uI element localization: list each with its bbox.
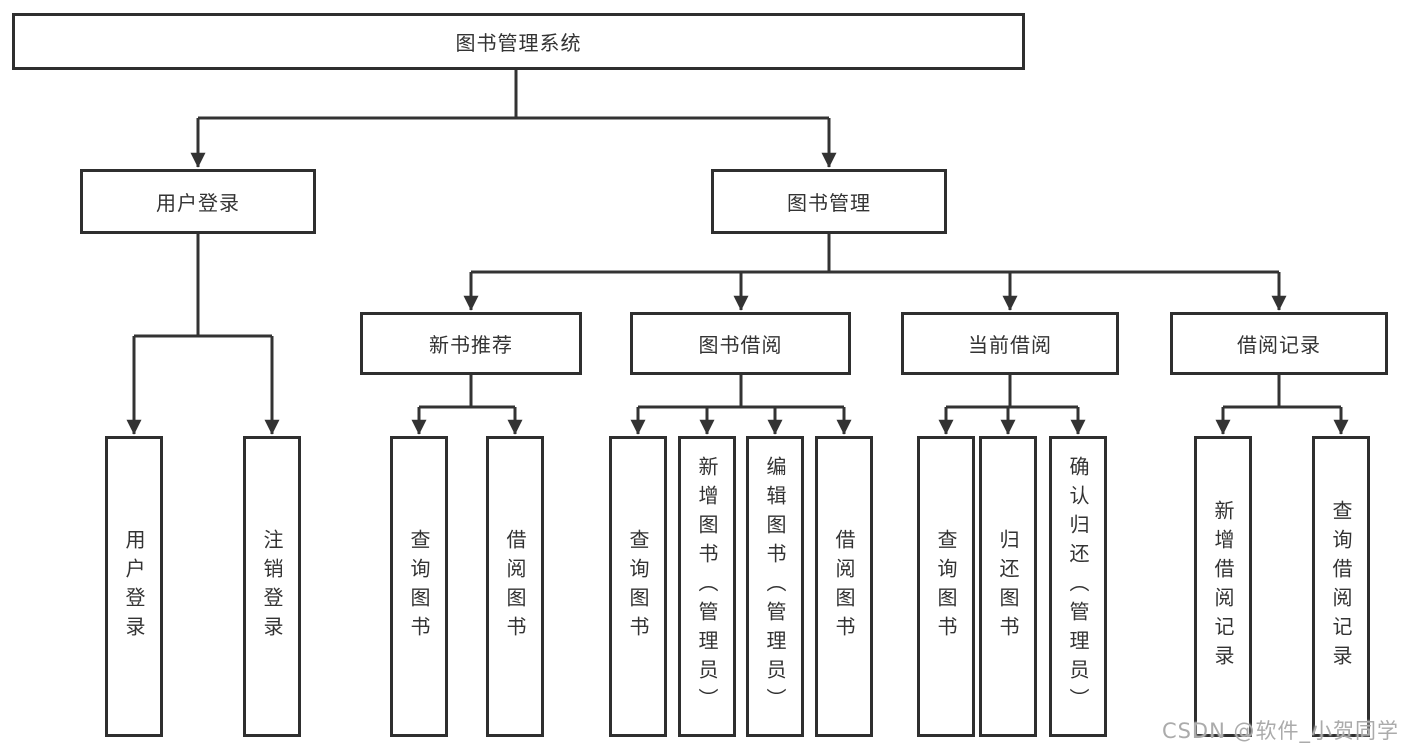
connector-current-to-leaves [938, 375, 1086, 435]
leaf-label: 借阅图书 [832, 528, 856, 645]
connector-book-management-to-sections [463, 234, 1287, 311]
leaf-label: 新增借阅记录 [1211, 499, 1235, 674]
leaf-recommend-query-books: 查询图书 [390, 436, 448, 737]
leaf-label: 注销登录 [260, 528, 284, 645]
csdn-watermark: CSDN @软件_小贺同学 [1161, 719, 1399, 743]
connector-recommend-to-leaves [411, 375, 523, 435]
leaf-borrow-edit-books-admin: 编辑图书（管理员） [746, 436, 804, 737]
connector-root-to-level2 [190, 70, 837, 168]
leaf-current-query-books: 查询图书 [917, 436, 975, 737]
leaf-current-confirm-return-admin: 确认归还（管理员） [1049, 436, 1107, 737]
node-user-login: 用户登录 [80, 169, 316, 234]
node-book-borrow: 图书借阅 [630, 312, 851, 375]
leaf-label: 确认归还（管理员） [1066, 456, 1090, 717]
leaf-label: 新增图书（管理员） [695, 456, 719, 717]
leaf-records-query-record: 查询借阅记录 [1312, 436, 1370, 737]
leaf-records-add-record: 新增借阅记录 [1194, 436, 1252, 737]
leaf-borrow-query-books: 查询图书 [609, 436, 667, 737]
leaf-borrow-add-books-admin: 新增图书（管理员） [678, 436, 736, 737]
leaf-label: 借阅图书 [503, 528, 527, 645]
node-new-book-recommend: 新书推荐 [360, 312, 582, 375]
leaf-label: 归还图书 [996, 528, 1020, 645]
leaf-label: 查询图书 [626, 528, 650, 645]
leaf-label: 编辑图书（管理员） [763, 456, 787, 717]
node-borrow-records: 借阅记录 [1170, 312, 1388, 375]
node-current-borrow: 当前借阅 [901, 312, 1119, 375]
connector-records-to-leaves [1215, 375, 1349, 435]
connector-borrow-to-leaves [630, 375, 852, 435]
leaf-user-login: 用户登录 [105, 436, 163, 737]
node-library-system: 图书管理系统 [12, 13, 1025, 70]
leaf-borrow-borrow-books: 借阅图书 [815, 436, 873, 737]
node-book-management: 图书管理 [711, 169, 947, 234]
leaf-recommend-borrow-books: 借阅图书 [486, 436, 544, 737]
leaf-label: 查询图书 [934, 528, 958, 645]
connector-user-login-to-leaves [126, 234, 280, 435]
leaf-label: 查询借阅记录 [1329, 499, 1353, 674]
leaf-label: 用户登录 [122, 528, 146, 645]
leaf-logout: 注销登录 [243, 436, 301, 737]
leaf-label: 查询图书 [407, 528, 431, 645]
leaf-current-return-books: 归还图书 [979, 436, 1037, 737]
